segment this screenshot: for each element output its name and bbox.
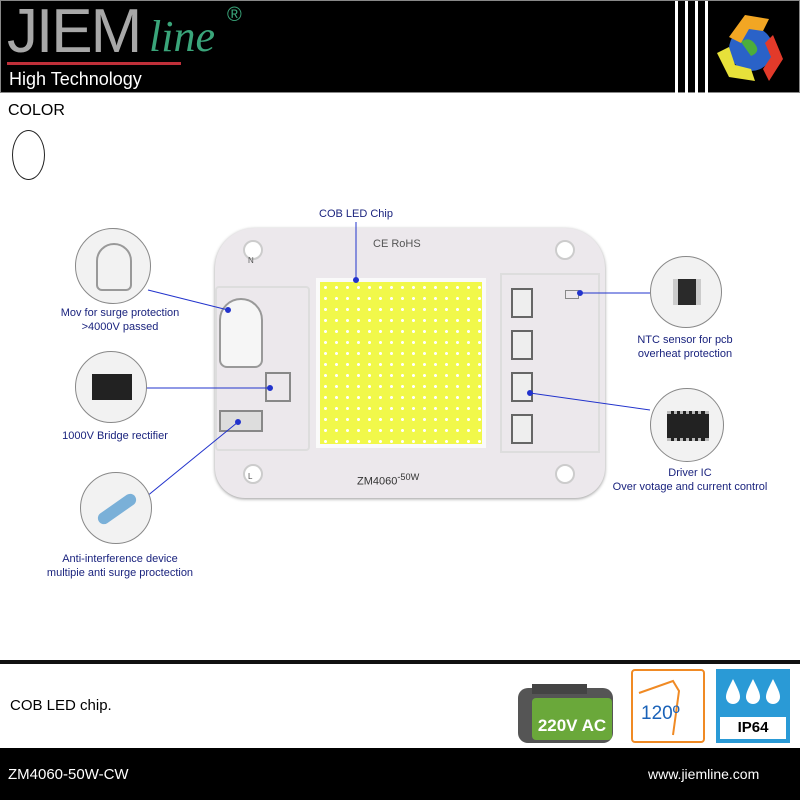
footer	[0, 748, 800, 800]
mounting-hole	[243, 240, 263, 260]
website-link[interactable]: www.jiemline.com	[648, 766, 760, 782]
terminal-l: L	[248, 472, 253, 481]
color-swatch-white	[12, 130, 45, 180]
mounting-hole	[555, 464, 575, 484]
resistor-thumbnail	[80, 472, 152, 544]
resistor-component	[219, 410, 263, 432]
driver-thumbnail	[650, 388, 724, 462]
registered-mark: ®	[227, 4, 242, 26]
mounting-hole	[243, 464, 263, 484]
tagline: High Technology	[9, 69, 142, 89]
bridge-thumbnail	[75, 351, 147, 423]
ntc-thumbnail	[650, 256, 722, 328]
plug-prong	[532, 684, 587, 694]
callout-driver: Driver IC Over votage and current contro…	[612, 467, 768, 493]
beam-angle-badge: 120º	[631, 669, 705, 743]
brand-logo: JIEM	[7, 0, 142, 66]
mov-thumbnail	[75, 228, 151, 304]
product-sku: ZM4060-50W-CW	[8, 766, 129, 783]
rectifier-component	[265, 372, 291, 402]
header: JIEM line ® High Technology	[0, 0, 800, 94]
callout-anti-interference: Anti-interference device multipie anti s…	[46, 553, 194, 579]
ic-area	[500, 273, 600, 453]
model-text: ZM4060	[357, 475, 398, 488]
model-mark: ZM4060-50W	[357, 472, 419, 488]
product-description: COB LED chip.	[10, 697, 112, 714]
beam-angle-label: 120º	[641, 703, 680, 724]
cert-mark: CE RoHS	[373, 238, 421, 250]
divider	[685, 1, 688, 94]
smd-pad	[511, 288, 533, 318]
color-label: COLOR	[8, 102, 65, 119]
voltage-badge: 220V AC	[510, 670, 620, 745]
smd-pad	[511, 414, 533, 444]
divider	[695, 1, 698, 94]
ip-rating-label: IP64	[720, 717, 786, 739]
ic-icon	[667, 411, 709, 441]
ntc-icon	[673, 279, 701, 305]
water-drops-icon	[726, 679, 780, 704]
brand-logo-script: line	[149, 12, 215, 61]
resistor-icon	[95, 491, 139, 527]
recycle-globe-icon	[717, 15, 783, 81]
divider	[0, 660, 800, 664]
smd-pad	[511, 330, 533, 360]
callout-cob: COB LED Chip	[319, 208, 393, 220]
driver-area	[215, 286, 310, 451]
callout-bridge: 1000V Bridge rectifier	[62, 430, 168, 442]
cob-led-chip	[316, 278, 486, 448]
beam-angle-icon	[638, 679, 681, 736]
callout-ntc: NTC sensor for pcb overheat protection	[637, 334, 733, 360]
divider	[705, 1, 708, 94]
mounting-hole	[555, 240, 575, 260]
callout-mov: Mov for surge protection >4000V passed	[60, 307, 180, 333]
chip-icon	[92, 374, 132, 400]
logo-underline	[7, 62, 181, 65]
mov-icon	[96, 243, 132, 291]
divider	[675, 1, 678, 94]
watt-text: -50W	[397, 472, 420, 482]
terminal-n: N	[248, 256, 254, 265]
ip-rating-badge: IP64	[716, 669, 790, 743]
voltage-label: 220V AC	[532, 698, 612, 740]
